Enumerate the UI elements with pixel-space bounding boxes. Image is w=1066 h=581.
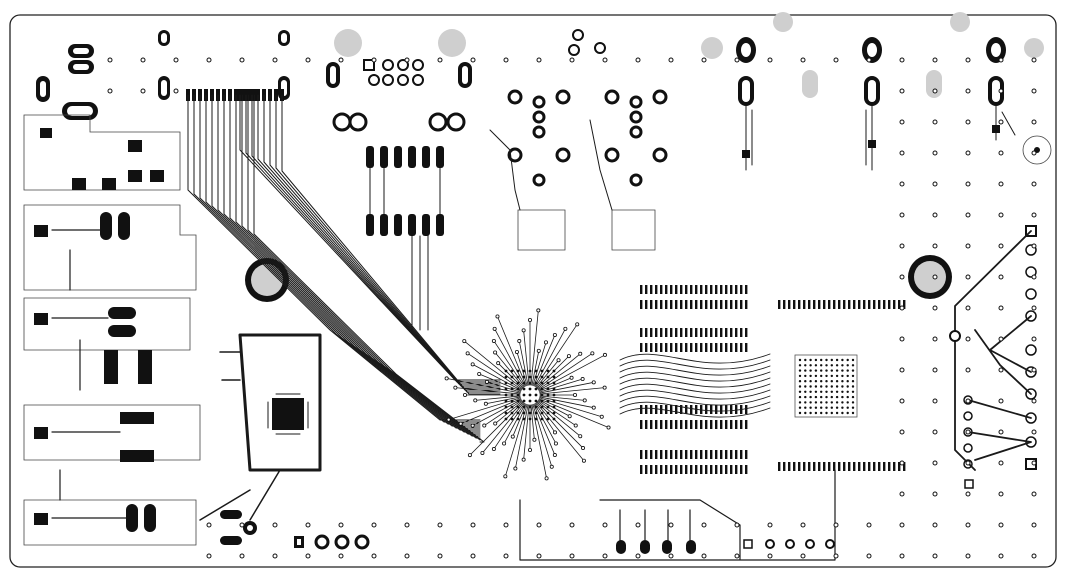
diagonal-bus-traces [186, 89, 501, 443]
central-bga-fanout [444, 308, 611, 481]
via-field [107, 57, 1037, 559]
bottom-pad-row [294, 469, 836, 561]
left-power-modules [23, 114, 201, 546]
board-outline [9, 14, 1057, 568]
smd-rows-right [619, 285, 906, 474]
top-plated-holes [334, 12, 1044, 98]
soic-chips [366, 146, 444, 331]
right-bga-chip [794, 354, 858, 418]
right-edge-connector [949, 225, 1037, 489]
top-header-connector [332, 29, 606, 132]
sensor-pad-groups [489, 89, 668, 251]
qfp-ic-left [199, 333, 322, 545]
top-right-connectors [736, 37, 1016, 171]
